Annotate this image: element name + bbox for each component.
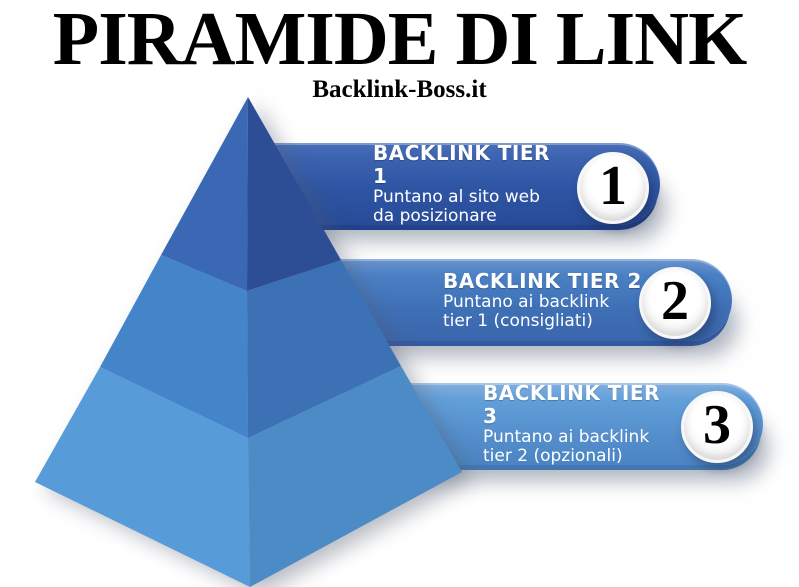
tier2-text-block: BACKLINK TIER 2 Puntano ai backlink tier… — [300, 259, 642, 341]
pyramid-tier3-right-face — [248, 366, 462, 587]
pyramid-tier1-left-face — [161, 97, 248, 291]
tier1-banner: BACKLINK TIER 1 Puntano al sito web da p… — [256, 141, 660, 226]
tier3-number-badge: 3 — [681, 391, 753, 463]
tier1-number: 1 — [599, 155, 627, 217]
tier2-number-badge: 2 — [639, 267, 711, 339]
tier2-number: 2 — [661, 270, 689, 332]
tier2-description-line2: tier 1 (consigliati) — [443, 310, 593, 331]
tier1-number-badge: 1 — [577, 152, 649, 224]
page-title: PIRAMIDE DI LINK — [52, 0, 747, 81]
pyramid-tier1-right-face — [247, 97, 341, 291]
tier3-description-line2: tier 2 (opzionali) — [483, 446, 623, 466]
tier3-description-line1: Puntano ai backlink — [483, 427, 650, 447]
tier3-text-block: BACKLINK TIER 3 Puntano ai backlink tier… — [345, 381, 673, 466]
tier1-heading: BACKLINK TIER 1 — [373, 141, 550, 188]
tier1-description-line2: da posizionare — [373, 206, 497, 226]
site-credit: Backlink-Boss.it — [312, 76, 487, 103]
tier1-text-block: BACKLINK TIER 1 Puntano al sito web da p… — [256, 141, 570, 226]
tier2-description-line1: Puntano ai backlink — [443, 291, 610, 312]
pyramid-tier2-left-face — [100, 255, 248, 438]
tier2-heading: BACKLINK TIER 2 — [443, 268, 642, 293]
tier3-number: 3 — [703, 394, 731, 456]
tier3-heading: BACKLINK TIER 3 — [483, 381, 660, 428]
tier1-description-line1: Puntano al sito web — [373, 187, 540, 207]
pyramid-tier2-right-face — [247, 260, 401, 438]
pyramid-tier3-left-face — [35, 367, 250, 587]
tier2-banner: BACKLINK TIER 2 Puntano ai backlink tier… — [300, 259, 732, 341]
